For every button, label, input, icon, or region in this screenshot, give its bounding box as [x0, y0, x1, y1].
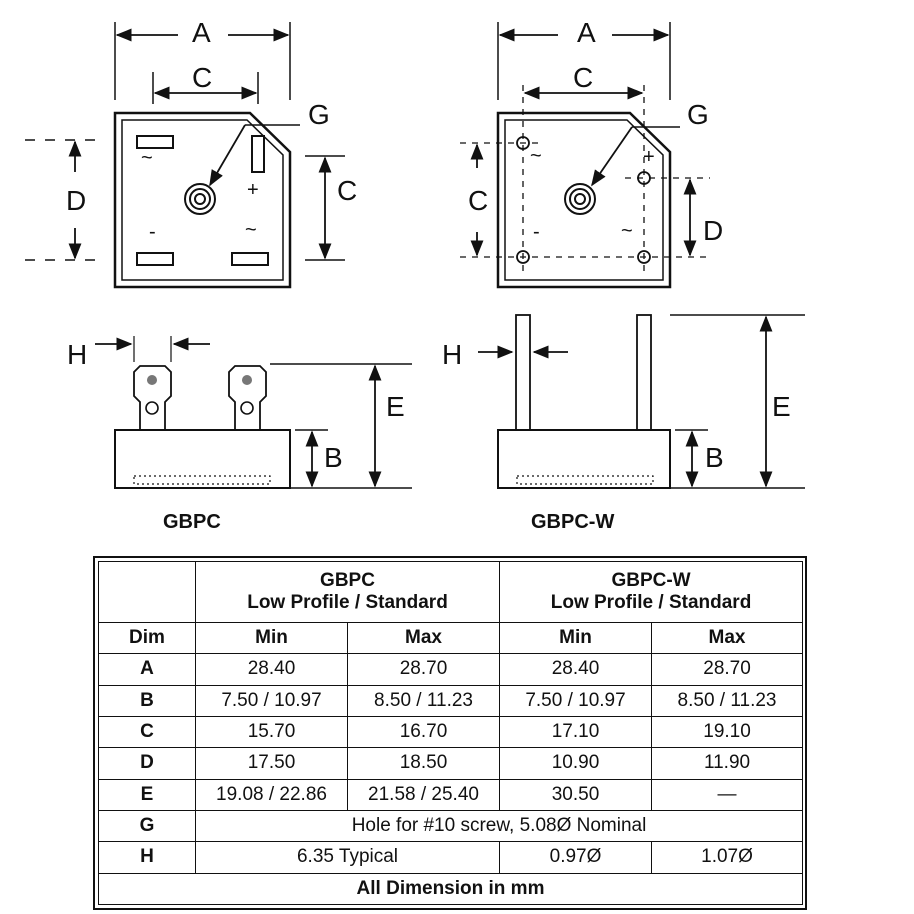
table-row: B 7.50 / 10.97 8.50 / 11.23 7.50 / 10.97…	[98, 684, 804, 717]
gbpcw-dim-d: D	[703, 215, 723, 246]
gbpc-dim-c-side: C	[337, 175, 357, 206]
table-cell: 19.08 / 22.86	[195, 778, 348, 811]
row-dim-label: H	[98, 841, 196, 874]
package-drawing: A C G D C ~ + - ~ A	[25, 17, 805, 533]
table-cell: 1.07Ø	[651, 841, 804, 874]
table-cell: 21.58 / 25.40	[346, 778, 501, 811]
header-gbpc-profile: Low Profile / Standard	[247, 592, 448, 613]
gbpc-side-view	[95, 336, 412, 489]
gbpcw-dim-e: E	[772, 391, 791, 422]
gbpc-terminal-dot-right	[242, 375, 252, 385]
header-gbpc: GBPC Low Profile / Standard	[194, 561, 501, 623]
gbpc-top-view	[25, 22, 345, 289]
gbpcw-mark-ac2: ~	[621, 220, 633, 242]
table-cell: 28.40	[499, 653, 653, 686]
table-row: D 17.50 18.50 10.90 11.90	[98, 747, 804, 780]
gbpc-mark-ac1: ~	[141, 147, 153, 169]
row-dim-label: B	[98, 684, 196, 717]
gbpc-terminal-dot-left	[147, 375, 157, 385]
header-gbpc-name: GBPC	[320, 570, 375, 591]
dimension-table-frame: GBPC Low Profile / Standard GBPC-W Low P…	[93, 556, 807, 910]
subheader-gbpc-min: Min	[195, 621, 348, 655]
table-cell: —	[651, 778, 804, 811]
row-dim-label: G	[98, 809, 196, 843]
table-row: C 15.70 16.70 17.10 19.10	[98, 715, 804, 749]
table-cell: 7.50 / 10.97	[499, 684, 653, 717]
table-cell: 28.70	[651, 653, 804, 686]
gbpcw-top-view	[460, 22, 710, 289]
gbpc-dim-c-top: C	[192, 62, 212, 93]
gbpc-dim-a: A	[192, 17, 211, 48]
gbpc-mark-minus: -	[149, 221, 156, 243]
gbpcw-dim-b: B	[705, 442, 724, 473]
table-cell: 17.10	[499, 715, 653, 749]
table-cell: 28.40	[195, 653, 348, 686]
subheader-gbpc-max: Max	[346, 621, 501, 655]
header-gbpcw: GBPC-W Low Profile / Standard	[499, 561, 804, 623]
gbpc-title: GBPC	[163, 511, 221, 533]
gbpcw-mark-plus: +	[643, 146, 655, 168]
header-blank-cell	[98, 561, 196, 623]
gbpcw-dim-c-side: C	[468, 185, 488, 216]
table-cell: 30.50	[499, 778, 653, 811]
table-subheader-row: Dim Min Max Min Max	[98, 621, 804, 655]
gbpcw-mark-ac1: ~	[530, 145, 542, 167]
row-dim-label: D	[98, 747, 196, 780]
table-footer-row: All Dimension in mm	[97, 872, 804, 906]
table-cell: 28.70	[346, 653, 501, 686]
table-cell: 19.10	[651, 715, 804, 749]
gbpcw-dim-h: H	[442, 339, 462, 370]
gbpc-dim-b: B	[324, 442, 343, 473]
table-cell: 8.50 / 11.23	[651, 684, 804, 717]
subheader-gbpcw-min: Min	[499, 621, 653, 655]
gbpcw-mark-minus: -	[533, 221, 540, 243]
gbpcw-dim-a: A	[577, 17, 596, 48]
table-cell: 17.50	[195, 747, 348, 780]
gbpcw-side-view	[478, 314, 805, 489]
table-row: H 6.35 Typical 0.97Ø 1.07Ø	[98, 841, 804, 874]
gbpc-mark-ac2: ~	[245, 219, 257, 241]
table-row: E 19.08 / 22.86 21.58 / 25.40 30.50 —	[98, 778, 804, 811]
table-cell: 8.50 / 11.23	[346, 684, 501, 717]
subheader-dim: Dim	[98, 621, 196, 655]
header-gbpcw-profile: Low Profile / Standard	[550, 592, 752, 613]
table-cell: 7.50 / 10.97	[195, 684, 348, 717]
table-cell: 16.70	[346, 715, 501, 749]
table-footer: All Dimension in mm	[97, 872, 804, 906]
row-dim-label: A	[98, 653, 196, 686]
table-cell-span: Hole for #10 screw, 5.08Ø Nominal	[194, 809, 804, 843]
dimension-table: GBPC Low Profile / Standard GBPC-W Low P…	[97, 561, 804, 906]
gbpcw-title: GBPC-W	[531, 511, 614, 533]
gbpc-dim-h: H	[67, 339, 87, 370]
gbpcw-dim-g: G	[687, 99, 709, 130]
table-cell: 11.90	[651, 747, 804, 780]
table-row: A 28.40 28.70 28.40 28.70	[98, 653, 804, 686]
row-dim-label: E	[98, 778, 196, 811]
subheader-gbpcw-max: Max	[651, 621, 804, 655]
gbpc-mark-plus: +	[247, 179, 259, 201]
gbpcw-dim-c-top: C	[573, 62, 593, 93]
gbpc-dim-e: E	[386, 391, 405, 422]
table-cell: 0.97Ø	[499, 841, 653, 874]
table-header-row: GBPC Low Profile / Standard GBPC-W Low P…	[98, 561, 804, 623]
table-cell: 10.90	[499, 747, 653, 780]
gbpc-dim-g: G	[308, 99, 330, 130]
gbpc-dim-d: D	[66, 185, 86, 216]
table-cell: 15.70	[195, 715, 348, 749]
row-dim-label: C	[98, 715, 196, 749]
table-cell-span: 6.35 Typical	[194, 841, 501, 874]
header-gbpcw-name: GBPC-W	[611, 570, 691, 591]
table-row: G Hole for #10 screw, 5.08Ø Nominal	[98, 809, 804, 843]
table-cell: 18.50	[346, 747, 501, 780]
